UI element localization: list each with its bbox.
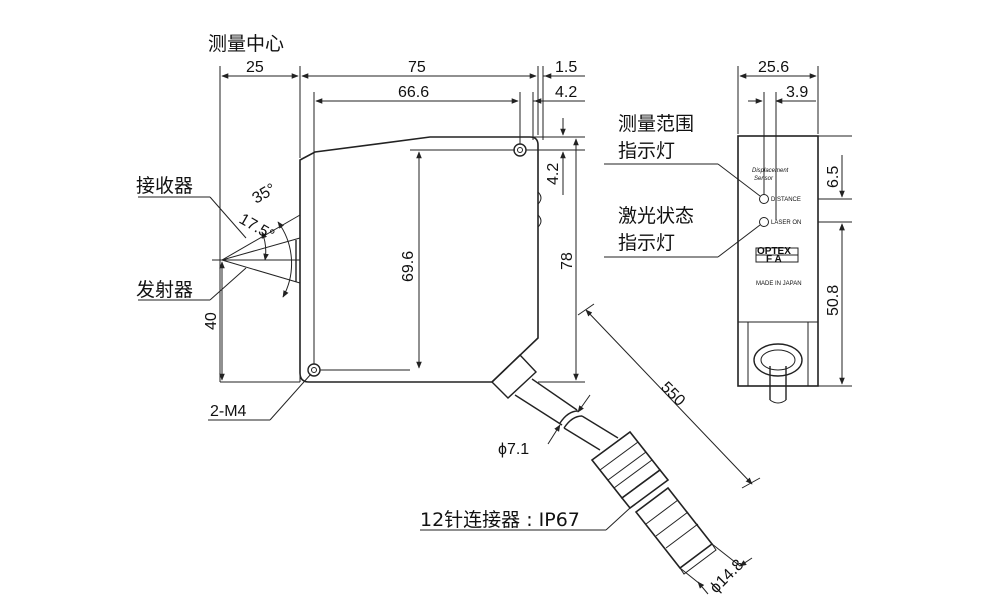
cable-dia-label: ϕ7.1 (498, 441, 529, 458)
connector-dia-label: ϕ14.8 (707, 556, 747, 596)
dim-3-9: 3.9 (786, 84, 808, 101)
panel-laser-label: LASER ON (771, 220, 801, 226)
dim-50-8: 50.8 (825, 285, 842, 316)
dim-78: 78 (559, 252, 576, 270)
side-view (604, 66, 852, 404)
panel-title-line2: Sensor (754, 176, 774, 182)
dim-69-6: 69.6 (400, 251, 417, 282)
connector-label: 12针连接器 : IP67 (420, 509, 580, 531)
dim-75: 75 (408, 59, 426, 76)
panel-distance-label: DISTANCE (771, 197, 801, 203)
dim-4-2-side: 4.2 (545, 163, 562, 185)
range-indicator-label-line2: 指示灯 (618, 140, 675, 162)
front-view (138, 66, 761, 595)
dim-550: 550 (657, 379, 688, 410)
brand-logo-bottom: F A (766, 254, 782, 265)
dim-4-2-top: 4.2 (555, 84, 577, 101)
dim-35-deg: 35° (250, 181, 279, 208)
emitter-label: 发射器 (136, 279, 193, 301)
dim-6-5: 6.5 (825, 166, 842, 188)
dim-17-5-deg: 17.5° (236, 211, 277, 244)
receiver-label: 接收器 (136, 175, 193, 197)
panel-title-line1: Displacement (752, 168, 789, 174)
laser-led-icon (759, 217, 769, 227)
dim-66-6: 66.6 (398, 84, 429, 101)
measuring-center-label: 测量中心 (208, 33, 284, 55)
mount-holes-label: 2-M4 (210, 403, 247, 420)
connector-body (590, 430, 717, 575)
cable-gland-icon (753, 343, 803, 377)
cable (491, 354, 619, 451)
laser-indicator-label-line2: 指示灯 (618, 232, 675, 254)
brand-logo-top: OPTEX (757, 246, 791, 257)
made-in-japan-label: MADE IN JAPAN (756, 281, 802, 287)
range-indicator-label-line1: 测量范围 (618, 113, 694, 135)
laser-indicator-label-line1: 激光状态 (618, 205, 694, 227)
dim-25: 25 (246, 59, 264, 76)
dim-25-6: 25.6 (758, 59, 789, 76)
dim-40: 40 (203, 312, 220, 330)
dim-1-5: 1.5 (555, 59, 577, 76)
